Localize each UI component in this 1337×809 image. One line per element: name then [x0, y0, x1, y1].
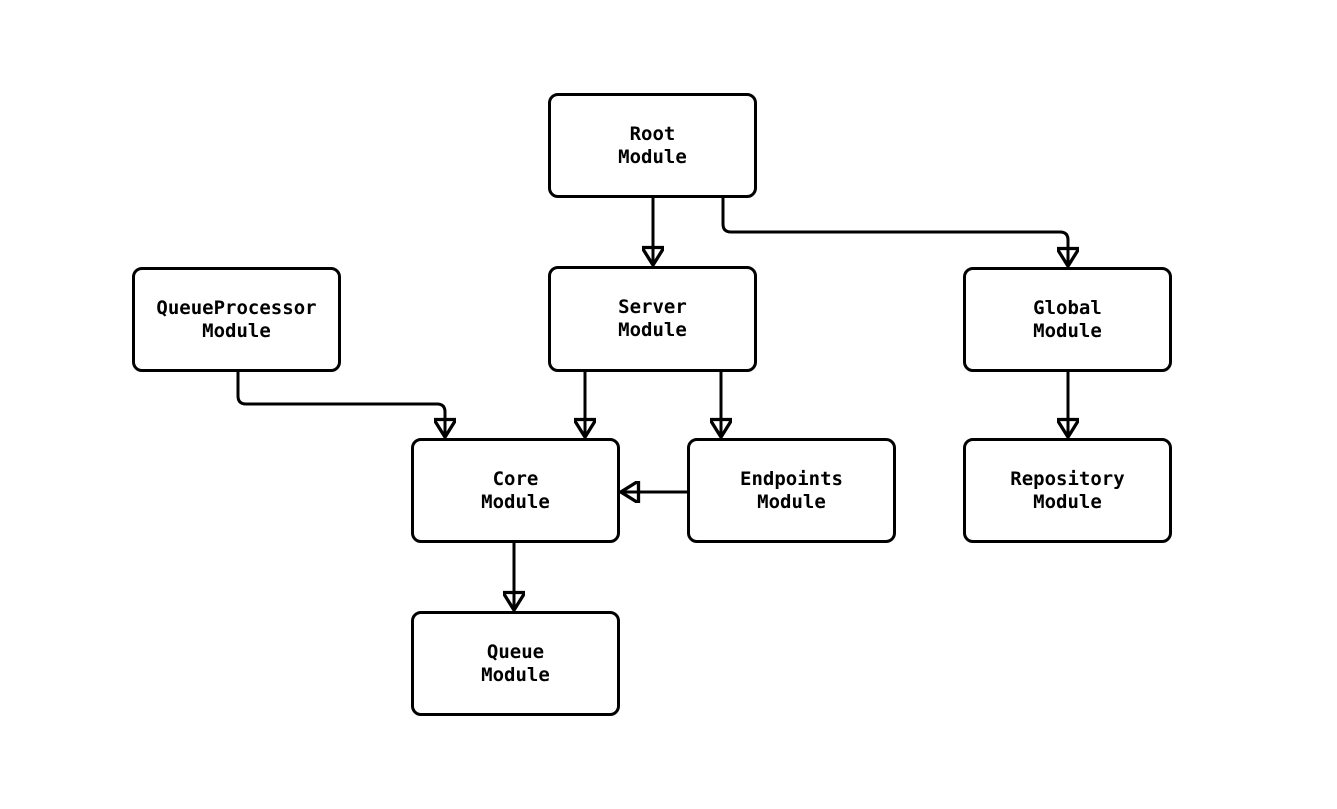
node-server-module: Server Module: [548, 266, 757, 372]
edge-root-global: [721, 198, 1068, 265]
edge-queueprocessor-core: [236, 372, 445, 436]
node-global-module: Global Module: [963, 267, 1172, 372]
node-queue-module: Queue Module: [411, 611, 620, 716]
node-root-module: Root Module: [548, 93, 757, 198]
node-endpoints-module: Endpoints Module: [687, 438, 896, 543]
node-queueprocessor-module: QueueProcessor Module: [132, 267, 341, 372]
node-repository-module: Repository Module: [963, 438, 1172, 543]
node-core-module: Core Module: [411, 438, 620, 543]
